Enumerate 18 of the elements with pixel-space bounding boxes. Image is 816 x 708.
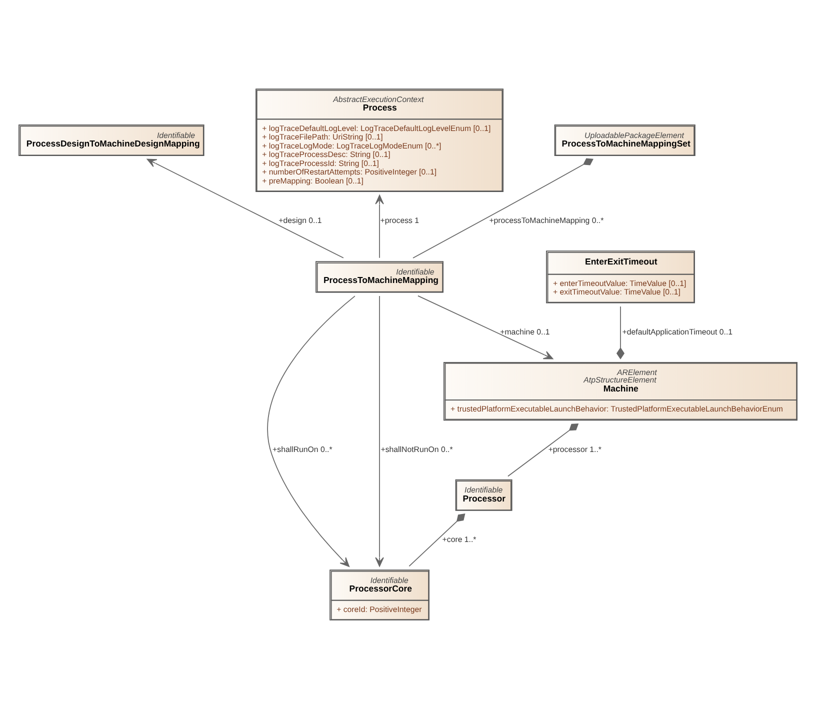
edge-label: +processToMachineMapping 0..* <box>489 216 604 225</box>
connector <box>616 306 625 359</box>
edge-label: +shallRunOn 0..* <box>272 444 332 454</box>
edge-label: +machine 0..1 <box>500 327 550 336</box>
edge-label: +design 0..1 <box>278 216 322 225</box>
connector <box>408 512 466 566</box>
arrow <box>146 158 344 258</box>
edge-label: +core 1..* <box>442 534 476 544</box>
edge-label: +process 1 <box>380 216 420 225</box>
edge-label: +defaultApplicationTimeout 0..1 <box>622 327 733 336</box>
arrow <box>267 295 356 566</box>
edge-label: +shallNotRunOn 0..* <box>380 444 453 454</box>
edge-label: +processor 1..* <box>548 444 602 454</box>
connector <box>508 422 579 476</box>
arrow <box>418 294 554 359</box>
arrow <box>375 194 384 258</box>
arrow <box>375 295 384 566</box>
connector <box>412 158 594 258</box>
